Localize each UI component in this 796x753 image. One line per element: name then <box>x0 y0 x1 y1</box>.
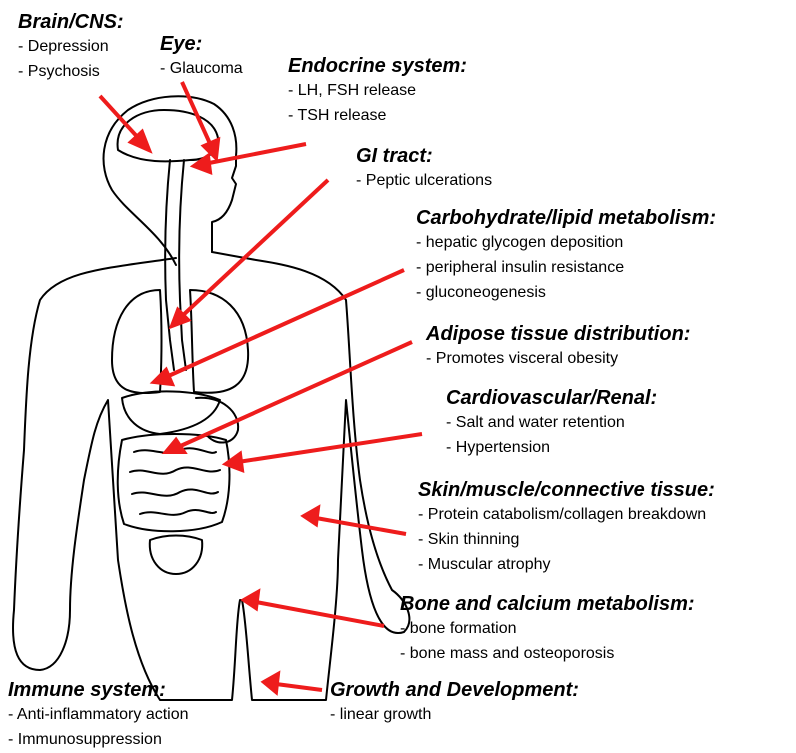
eye-group: Eye: - Glaucoma <box>160 32 243 81</box>
group-item: - Immunosuppression <box>8 727 189 752</box>
group-item: - bone formation <box>400 616 695 641</box>
group-item: - bone mass and osteoporosis <box>400 641 695 666</box>
right-lung <box>190 290 248 393</box>
arrow-skin <box>316 518 406 534</box>
brain <box>118 110 219 161</box>
arrow-adipose-head <box>166 440 184 452</box>
group-item: - Anti-inflammatory action <box>8 702 189 727</box>
torso-arms-outline <box>13 252 409 700</box>
carbohydrate-lipid-metabolism-group: Carbohydrate/lipid metabolism: - hepatic… <box>416 206 716 305</box>
group-item: - Psychosis <box>18 59 124 84</box>
group-heading: Carbohydrate/lipid metabolism: <box>416 206 716 230</box>
arrow-skin-head <box>304 508 318 524</box>
group-item: - peripheral insulin resistance <box>416 255 716 280</box>
arrow-endocrine <box>204 144 306 164</box>
group-heading: Skin/muscle/connective tissue: <box>418 478 715 502</box>
group-item: - Hypertension <box>446 435 657 460</box>
group-heading: Cardiovascular/Renal: <box>446 386 657 410</box>
group-item: - gluconeogenesis <box>416 280 716 305</box>
bladder <box>150 536 202 575</box>
group-item: - hepatic glycogen deposition <box>416 230 716 255</box>
esophagus-right <box>179 160 186 370</box>
arrow-bone-head <box>244 592 258 608</box>
group-item: - linear growth <box>330 702 579 727</box>
arrow-bone <box>256 602 384 626</box>
group-heading: Brain/CNS: <box>18 10 124 34</box>
adipose-tissue-group: Adipose tissue distribution: - Promotes … <box>426 322 690 371</box>
group-item: - TSH release <box>288 103 467 128</box>
arrow-growth-head <box>264 674 278 692</box>
group-item: - Depression <box>18 34 124 59</box>
gi-tract-group: GI tract: - Peptic ulcerations <box>356 144 492 193</box>
human-body-outline <box>13 96 409 700</box>
arrow-carbohydrate-head <box>154 370 172 384</box>
endocrine-system-group: Endocrine system: - LH, FSH release - TS… <box>288 54 467 128</box>
skin-muscle-connective-tissue-group: Skin/muscle/connective tissue: - Protein… <box>418 478 715 577</box>
group-item: - Muscular atrophy <box>418 552 715 577</box>
group-item: - Skin thinning <box>418 527 715 552</box>
intestine-coils <box>130 448 220 515</box>
group-heading: Endocrine system: <box>288 54 467 78</box>
group-item: - Promotes visceral obesity <box>426 346 690 371</box>
group-item: - Salt and water retention <box>446 410 657 435</box>
growth-development-group: Growth and Development: - linear growth <box>330 678 579 727</box>
group-item: - LH, FSH release <box>288 78 467 103</box>
group-heading: Growth and Development: <box>330 678 579 702</box>
group-item: - Protein catabolism/collagen breakdown <box>418 502 715 527</box>
arrow-gi <box>180 180 328 318</box>
immune-system-group: Immune system: - Anti-inflammatory actio… <box>8 678 189 752</box>
left-lung <box>112 290 162 393</box>
esophagus <box>165 160 174 370</box>
arrow-eye <box>182 82 212 148</box>
group-heading: Immune system: <box>8 678 189 702</box>
group-heading: Eye: <box>160 32 243 56</box>
arrow-growth <box>276 684 322 690</box>
brain-cns-group: Brain/CNS: - Depression - Psychosis <box>18 10 124 84</box>
cardiovascular-renal-group: Cardiovascular/Renal: - Salt and water r… <box>446 386 657 460</box>
group-heading: Bone and calcium metabolism: <box>400 592 695 616</box>
group-item: - Peptic ulcerations <box>356 168 492 193</box>
arrow-cardio <box>238 434 422 462</box>
arrow-endocrine-head <box>194 156 210 172</box>
group-item: - Glaucoma <box>160 56 243 81</box>
group-heading: Adipose tissue distribution: <box>426 322 690 346</box>
bone-calcium-metabolism-group: Bone and calcium metabolism: - bone form… <box>400 592 695 666</box>
group-heading: GI tract: <box>356 144 492 168</box>
